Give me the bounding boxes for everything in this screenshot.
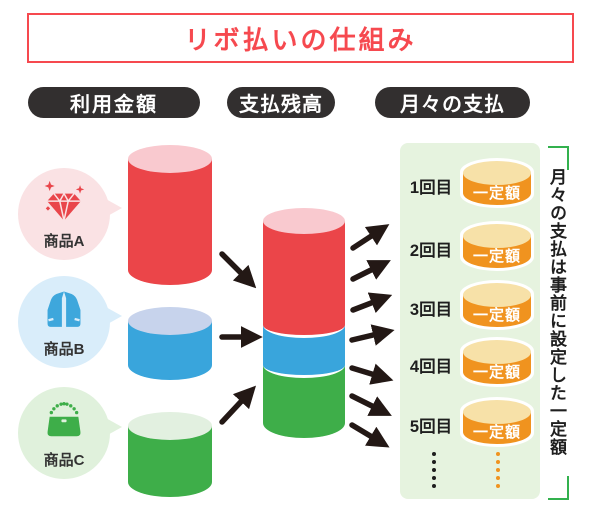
arrow-balance-to-payment-6 bbox=[349, 393, 392, 416]
title-box: リボ払いの仕組み bbox=[27, 13, 574, 63]
fixed-amount-label: 一定額 bbox=[472, 364, 521, 381]
column-header-usage-label: 利用金額 bbox=[70, 94, 158, 116]
product-bubble-b: 商品B bbox=[18, 276, 122, 368]
arrow-balance-to-payment-7 bbox=[349, 422, 390, 448]
fixed-amount-label: 一定額 bbox=[472, 424, 521, 441]
monthly-note: 月々の支払は事前に設定した一定額 bbox=[547, 168, 566, 456]
fixed-amount-cylinder: 一定額 bbox=[460, 397, 534, 447]
diamond-icon bbox=[37, 175, 91, 234]
fixed-amount-label: 一定額 bbox=[472, 185, 521, 202]
fixed-amount-cylinder: 一定額 bbox=[460, 158, 534, 208]
bracket-top-corner bbox=[548, 146, 569, 170]
column-header-balance-label: 支払残高 bbox=[239, 94, 323, 116]
product-label: 商品B bbox=[43, 341, 85, 358]
payment-number: 4回目 bbox=[409, 358, 453, 376]
payment-row-3: 3回目 一定額 bbox=[400, 280, 540, 332]
fixed-amount-cylinder: 一定額 bbox=[460, 221, 534, 271]
column-header-monthly: 月々の支払 bbox=[375, 87, 530, 118]
page-title: リボ払いの仕組み bbox=[184, 24, 417, 55]
payment-number: 3回目 bbox=[409, 301, 453, 319]
product-label: 商品A bbox=[43, 233, 85, 250]
balance-cylinder bbox=[263, 208, 345, 438]
payment-row-5: 5回目 一定額 bbox=[400, 397, 540, 449]
arrow-usage-c-to-balance bbox=[219, 385, 257, 425]
payment-number: 1回目 bbox=[409, 179, 453, 197]
arrow-balance-to-payment-3 bbox=[350, 292, 393, 314]
fixed-amount-cylinder: 一定額 bbox=[460, 280, 534, 330]
fixed-amount-cylinder: 一定額 bbox=[460, 337, 534, 387]
ellipsis-dots-right bbox=[496, 452, 500, 488]
payment-row-2: 2回目 一定額 bbox=[400, 221, 540, 273]
arrow-balance-to-payment-4 bbox=[349, 324, 395, 346]
fixed-amount-label: 一定額 bbox=[472, 248, 521, 265]
payment-row-1: 1回目 一定額 bbox=[400, 158, 540, 210]
arrow-usage-a-to-balance bbox=[219, 251, 257, 289]
payments-panel: 1回目 一定額 2回目 一定額 3回目 一定額 4回目 bbox=[400, 143, 540, 499]
arrow-balance-to-payment-5 bbox=[349, 363, 394, 385]
bubble-tail bbox=[104, 306, 122, 326]
arrow-balance-to-payment-2 bbox=[350, 260, 391, 282]
balance-segment-a bbox=[263, 221, 345, 338]
payment-row-4: 4回目 一定額 bbox=[400, 337, 540, 389]
jacket-icon bbox=[37, 283, 91, 342]
product-label: 商品C bbox=[43, 452, 85, 469]
bubble-tail bbox=[104, 417, 122, 437]
bracket-bottom-corner bbox=[548, 476, 569, 500]
ellipsis-dots-left bbox=[432, 452, 436, 488]
bubble-tail bbox=[104, 198, 122, 218]
payment-number: 5回目 bbox=[409, 418, 453, 436]
column-header-usage: 利用金額 bbox=[28, 87, 200, 118]
handbag-icon bbox=[37, 394, 91, 453]
arrow-balance-to-payment-1 bbox=[350, 224, 390, 251]
column-header-monthly-label: 月々の支払 bbox=[400, 94, 505, 116]
usage-cylinder-a bbox=[128, 145, 212, 285]
usage-cylinder-c bbox=[128, 412, 212, 497]
usage-cylinder-b bbox=[128, 307, 212, 380]
product-bubble-c: 商品C bbox=[18, 387, 122, 479]
column-header-balance: 支払残高 bbox=[227, 87, 335, 118]
fixed-amount-label: 一定額 bbox=[472, 307, 521, 324]
product-bubble-a: 商品A bbox=[18, 168, 122, 260]
payment-number: 2回目 bbox=[409, 242, 453, 260]
